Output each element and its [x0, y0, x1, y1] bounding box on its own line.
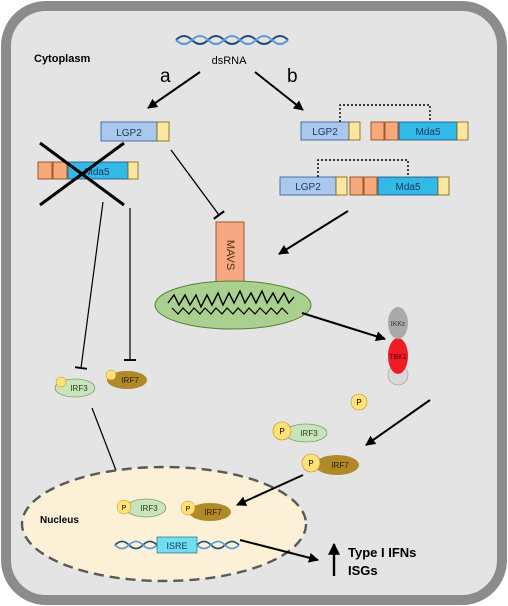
arrow-kinases-to-irf — [365, 399, 431, 446]
arrow-complex-to-mavs — [278, 210, 349, 255]
tbk1-label: TBK1 — [389, 354, 407, 361]
mavs-label: MAVS — [224, 240, 236, 270]
irf3-unphosphorylated: IRF3 — [54, 376, 96, 398]
dsrna-label: dsRNA — [212, 55, 248, 67]
arrow-irf-into-nucleus — [236, 474, 304, 506]
lgp2-label-b1: LGP2 — [312, 127, 338, 138]
lgp2-protein-a: LGP2 — [100, 121, 170, 142]
arrow-mito-to-kinases — [301, 312, 386, 342]
nucleus — [20, 465, 308, 583]
lgp2-label-b2: LGP2 — [295, 182, 321, 193]
irf7-nuclear: P IRF7 — [180, 500, 231, 521]
svg-text:IRF3: IRF3 — [140, 504, 158, 513]
svg-text:P: P — [356, 398, 361, 407]
svg-text:IRF7: IRF7 — [121, 376, 139, 385]
isre-label: ISRE — [166, 541, 187, 551]
arrow-dsrna-to-complex — [254, 71, 304, 111]
irf7-unphosphorylated: IRF7 — [105, 369, 147, 389]
tbk1-kinase — [388, 338, 408, 374]
dna-isre — [114, 540, 240, 550]
inhibit-lgp2-to-mavs — [170, 149, 225, 220]
inhibit-irf-to-nucleus — [91, 407, 123, 477]
svg-text:P: P — [186, 506, 191, 513]
ikke-label: IKKε — [391, 321, 405, 328]
lgp2-mda5-complex-upper: LGP2 Mda5 — [300, 104, 469, 141]
inhibit-mda5-to-irf3 — [74, 201, 104, 370]
mda5-label-crossed: Mda5 — [84, 167, 109, 178]
lgp2-mda5-complex-lower: LGP2 Mda5 — [279, 159, 450, 196]
isre-element — [156, 536, 198, 554]
lgp2-label-a: LGP2 — [116, 128, 142, 139]
svg-text:IRF7: IRF7 — [331, 461, 349, 470]
arrow-to-outputs — [239, 539, 319, 563]
arrow-dsrna-to-lgp2 — [147, 71, 201, 109]
phosphate-free: P — [350, 393, 368, 411]
irf7-phosphorylated: P IRF7 — [301, 453, 359, 475]
svg-text:P: P — [122, 505, 127, 512]
path-a-label: a — [160, 66, 171, 87]
path-b-label: b — [287, 66, 298, 87]
svg-text:IRF3: IRF3 — [70, 384, 88, 393]
ikke-tbk1-complex: IKKε TBK1 — [387, 307, 409, 386]
mda5-label-b2: Mda5 — [395, 182, 420, 193]
mda5-label-b1: Mda5 — [415, 127, 440, 138]
mda5-protein-crossed: Mda5 — [37, 141, 139, 207]
nucleus-label: Nucleus — [40, 515, 79, 526]
svg-text:IRF7: IRF7 — [204, 508, 222, 517]
dsrna-helix — [175, 35, 289, 45]
mitochondrion — [154, 280, 312, 330]
svg-text:IRF3: IRF3 — [300, 429, 318, 438]
svg-text:P: P — [308, 459, 313, 468]
cytoplasm-label: Cytoplasm — [34, 53, 90, 65]
output-type-i-ifns: Type I IFNs — [348, 545, 416, 560]
svg-text:P: P — [279, 427, 284, 436]
ikke-kinase — [388, 307, 408, 339]
output-isgs: ISGs — [348, 563, 378, 578]
mavs-protein: MAVS — [215, 221, 245, 289]
irf3-phosphorylated: P IRF3 — [272, 421, 328, 443]
irf3-nuclear: P IRF3 — [116, 498, 167, 518]
